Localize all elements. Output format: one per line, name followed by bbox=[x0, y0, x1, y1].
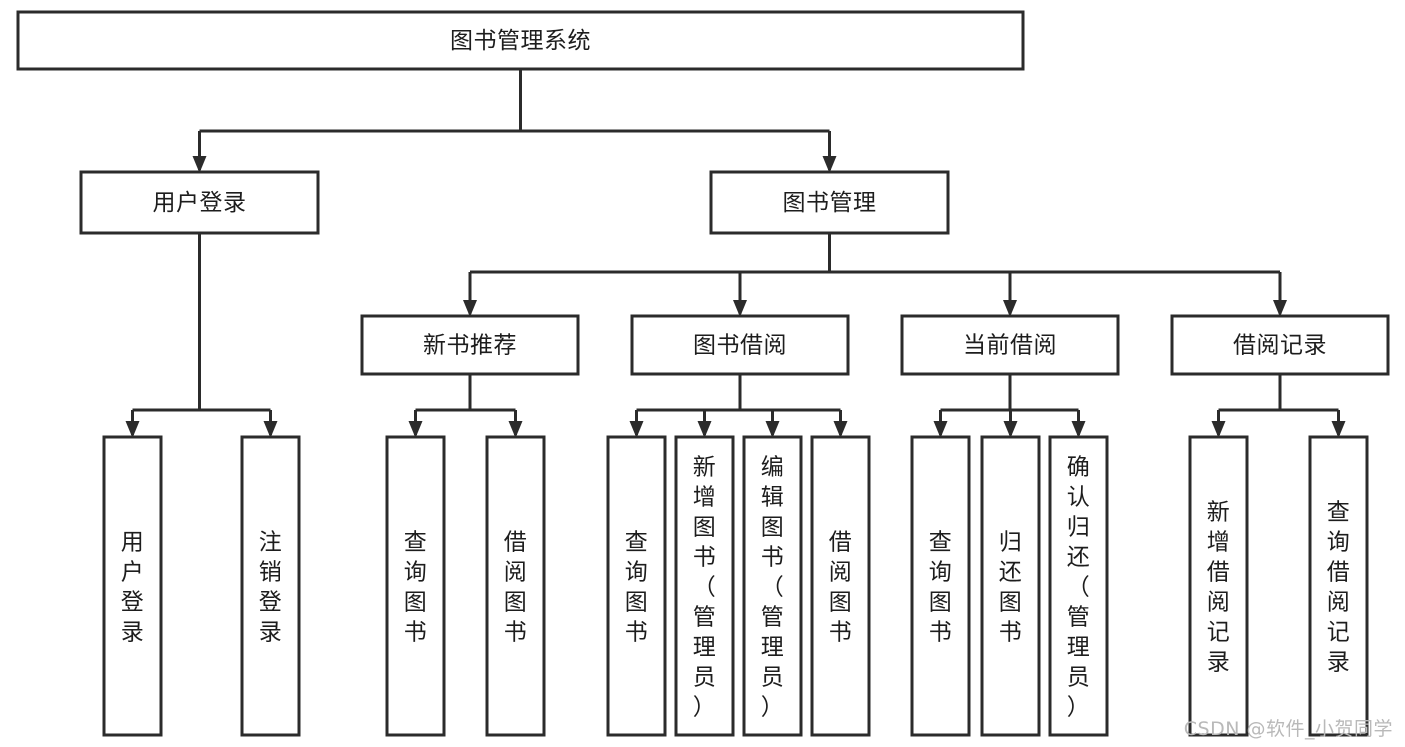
arrow-head-icon-level3-0 bbox=[463, 300, 477, 317]
node-level2-0[interactable]: 用户登录 bbox=[79, 170, 320, 235]
arrow-head-icon-group-1-1 bbox=[697, 421, 712, 438]
arrow-head-icon-level2-1 bbox=[822, 156, 837, 173]
arrow-head-icon-user-login-1 bbox=[263, 421, 278, 438]
node-leaf-11[interactable]: 新增借阅记录 bbox=[1188, 435, 1249, 737]
node-leaf-1[interactable]: 注销登录 bbox=[240, 435, 301, 737]
node-level2-1[interactable]: 图书管理 bbox=[709, 170, 950, 235]
node-leaf-8-label: 查询图书 bbox=[929, 529, 953, 645]
arrow-head-icon-group-1-2 bbox=[765, 421, 780, 438]
arrow-head-icon-group-1-0 bbox=[629, 421, 644, 438]
node-level3-2[interactable]: 当前借阅 bbox=[900, 314, 1120, 376]
node-leaf-4[interactable]: 查询图书 bbox=[606, 435, 667, 737]
node-leaf-4-label: 查询图书 bbox=[625, 529, 649, 645]
arrow-head-icon-group-2-1 bbox=[1003, 421, 1018, 438]
node-leaf-6-label: 编辑图书（管理员） bbox=[761, 454, 785, 720]
node-leaf-9[interactable]: 归还图书 bbox=[980, 435, 1041, 737]
arrow-head-icon-group-2-2 bbox=[1071, 421, 1086, 438]
node-leaf-7[interactable]: 借阅图书 bbox=[810, 435, 871, 737]
arrow-head-icon-group-1-3 bbox=[833, 421, 848, 438]
arrow-head-icon-group-3-1 bbox=[1331, 421, 1346, 438]
node-leaf-3[interactable]: 借阅图书 bbox=[485, 435, 546, 737]
node-level3-2-label: 当前借阅 bbox=[963, 333, 1057, 359]
node-leaf-0[interactable]: 用户登录 bbox=[102, 435, 163, 737]
node-level3-1-label: 图书借阅 bbox=[693, 333, 787, 359]
node-level2-1-label: 图书管理 bbox=[783, 190, 877, 216]
arrow-head-icon-group-0-1 bbox=[508, 421, 523, 438]
arrow-head-icon-group-3-0 bbox=[1211, 421, 1226, 438]
node-leaf-7-label: 借阅图书 bbox=[829, 529, 853, 645]
node-level3-0-label: 新书推荐 bbox=[423, 333, 517, 359]
arrow-head-icon-level3-3 bbox=[1273, 300, 1287, 317]
node-leaf-12[interactable]: 查询借阅记录 bbox=[1308, 435, 1369, 737]
node-leaf-10[interactable]: 确认归还（管理员） bbox=[1048, 435, 1109, 737]
node-leaf-3-label: 借阅图书 bbox=[504, 529, 528, 645]
connector-lines-group bbox=[125, 69, 1346, 438]
node-level2-0-label: 用户登录 bbox=[153, 190, 247, 216]
node-leaf-11-label: 新增借阅记录 bbox=[1207, 499, 1231, 675]
node-level3-3-label: 借阅记录 bbox=[1233, 333, 1327, 359]
node-leaf-10-label: 确认归还（管理员） bbox=[1067, 454, 1091, 720]
node-root-system[interactable]: 图书管理系统 bbox=[16, 10, 1025, 71]
node-leaf-12-label: 查询借阅记录 bbox=[1327, 499, 1351, 675]
arrow-head-icon-level3-1 bbox=[733, 300, 747, 317]
node-leaf-5[interactable]: 新增图书（管理员） bbox=[674, 435, 735, 737]
arrow-head-icon-group-0-0 bbox=[408, 421, 423, 438]
node-leaf-1-label: 注销登录 bbox=[259, 529, 283, 645]
node-level3-0[interactable]: 新书推荐 bbox=[360, 314, 580, 376]
node-leaf-5-label: 新增图书（管理员） bbox=[693, 454, 717, 720]
node-boxes-group: 图书管理系统用户登录图书管理新书推荐图书借阅当前借阅借阅记录用户登录注销登录查询… bbox=[16, 10, 1390, 737]
node-level3-3[interactable]: 借阅记录 bbox=[1170, 314, 1390, 376]
arrow-head-icon-level2-0 bbox=[192, 156, 207, 173]
node-leaf-9-label: 归还图书 bbox=[999, 529, 1023, 645]
node-leaf-6[interactable]: 编辑图书（管理员） bbox=[742, 435, 803, 737]
node-leaf-8[interactable]: 查询图书 bbox=[910, 435, 971, 737]
node-leaf-2-label: 查询图书 bbox=[404, 529, 428, 645]
arrow-head-icon-level3-2 bbox=[1003, 300, 1017, 317]
node-root-system-label: 图书管理系统 bbox=[450, 28, 591, 54]
node-leaf-0-label: 用户登录 bbox=[121, 529, 145, 645]
node-leaf-2[interactable]: 查询图书 bbox=[385, 435, 446, 737]
arrow-head-icon-group-2-0 bbox=[933, 421, 948, 438]
node-level3-1[interactable]: 图书借阅 bbox=[630, 314, 850, 376]
csdn-watermark: CSDN @软件_小贺同学 bbox=[1183, 718, 1393, 740]
arrow-head-icon-user-login-0 bbox=[125, 421, 140, 438]
